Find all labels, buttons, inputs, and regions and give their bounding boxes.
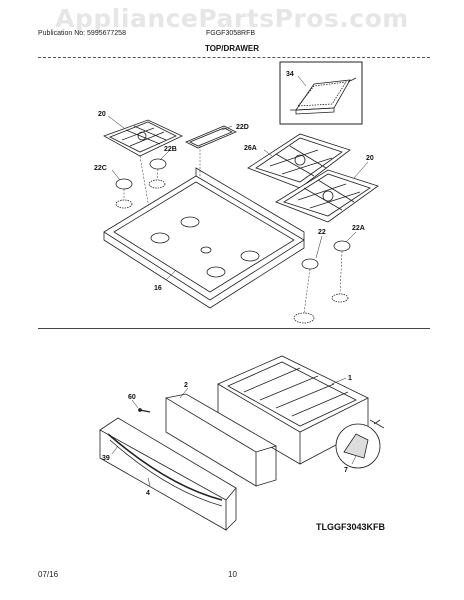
publication-number: Publication No: 5995677258 bbox=[38, 30, 126, 37]
callout-1: 1 bbox=[348, 375, 352, 382]
diagram-code: TLGGF3043KFB bbox=[316, 522, 386, 532]
callout-22d: 22D bbox=[236, 124, 249, 131]
leader-lines bbox=[107, 75, 369, 487]
callout-2: 2 bbox=[184, 382, 188, 389]
footer-date: 07/16 bbox=[38, 570, 59, 579]
callout-7: 7 bbox=[344, 467, 348, 474]
callout-22: 22 bbox=[318, 229, 326, 236]
callout-22c: 22C bbox=[94, 165, 107, 172]
callout-39: 39 bbox=[102, 455, 110, 462]
right-grate-rear bbox=[247, 133, 351, 189]
callout-34: 34 bbox=[286, 71, 294, 78]
page-number: 10 bbox=[228, 570, 237, 579]
model-number: FGGF3058RFB bbox=[206, 30, 256, 37]
right-grate-front bbox=[275, 169, 379, 223]
section-divider bbox=[38, 328, 430, 329]
callout-60: 60 bbox=[128, 394, 136, 401]
callout-4: 4 bbox=[146, 490, 150, 497]
alignment-lines bbox=[123, 146, 343, 314]
header-divider bbox=[38, 57, 430, 58]
screw bbox=[138, 408, 151, 413]
drawer-panel bbox=[164, 393, 278, 487]
bracket-inset bbox=[335, 419, 385, 469]
callout-22a: 22A bbox=[352, 225, 365, 232]
section-title: TOP/DRAWER bbox=[204, 44, 260, 53]
callout-20-right: 20 bbox=[366, 155, 374, 162]
watermark-text: AppliancePartsPros.com bbox=[55, 4, 409, 33]
cooktop bbox=[103, 167, 305, 309]
burner-caps bbox=[115, 158, 351, 324]
callout-20-left: 20 bbox=[98, 111, 106, 118]
drawer-front bbox=[99, 417, 237, 531]
griddle-inset bbox=[279, 61, 363, 125]
left-grate bbox=[103, 119, 183, 157]
vent-trim bbox=[185, 125, 237, 149]
callout-16: 16 bbox=[154, 285, 162, 292]
callout-26a: 26A bbox=[244, 145, 257, 152]
callout-22b: 22B bbox=[164, 146, 177, 153]
